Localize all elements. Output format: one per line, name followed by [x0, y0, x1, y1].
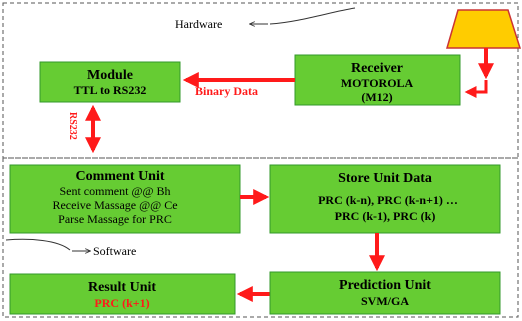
antenna-icon: [446, 9, 522, 49]
store-unit-box: Store Unit Data PRC (k-n), PRC (k-n+1) ……: [269, 164, 501, 234]
store-unit-title: Store Unit Data: [338, 171, 432, 186]
result-unit-line: PRC (k+1): [94, 296, 149, 310]
hardware-zone: [2, 2, 519, 159]
rs232-label: RS232: [67, 112, 78, 140]
store-unit-line-1: PRC (k-n), PRC (k-n+1) …: [318, 193, 458, 207]
comment-unit-line-1: Sent comment @@ Bh: [59, 184, 170, 198]
receiver-box: Receiver MOTOROLA (M12): [294, 54, 461, 106]
receiver-part: (M12): [361, 90, 392, 104]
comment-unit-line-2: Receive Massage @@ Ce: [52, 198, 177, 212]
hardware-label: Hardware: [175, 17, 222, 31]
result-unit-title: Result Unit: [88, 280, 156, 295]
comment-unit-line-3: Parse Massage for PRC: [58, 212, 172, 226]
software-bracket: [5, 238, 71, 251]
result-unit-box: Result Unit PRC (k+1): [9, 273, 236, 315]
comment-unit-box: Comment Unit Sent comment @@ Bh Receive …: [9, 164, 241, 234]
module-title: Module: [87, 68, 133, 83]
prediction-unit-title: Prediction Unit: [339, 278, 431, 293]
software-zone: [2, 157, 519, 318]
store-unit-line-2: PRC (k-1), PRC (k): [335, 209, 436, 223]
prediction-unit-line: SVM/GA: [361, 294, 409, 308]
binary-data-label: Binary Data: [195, 84, 258, 98]
module-line: TTL to RS232: [74, 83, 147, 97]
hardware-bracket: [269, 7, 356, 25]
comment-unit-title: Comment Unit: [75, 169, 164, 184]
receiver-model: MOTOROLA: [341, 76, 414, 90]
antenna-feed-arrow: [464, 80, 488, 98]
module-box: Module TTL to RS232: [39, 61, 181, 103]
prediction-unit-box: Prediction Unit SVM/GA: [269, 271, 501, 315]
software-label: Software: [93, 244, 136, 258]
receiver-title: Receiver: [351, 61, 403, 76]
